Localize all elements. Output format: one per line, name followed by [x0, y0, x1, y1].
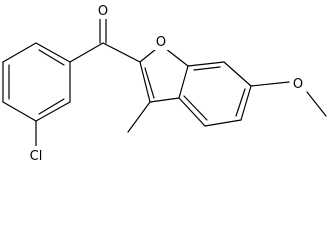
bond	[102, 42, 141, 63]
bond	[240, 85, 252, 121]
bond	[204, 119, 242, 127]
bond	[306, 91, 327, 117]
chlorophenyl-ring	[2, 42, 71, 122]
bond	[223, 61, 252, 87]
bond	[35, 42, 71, 63]
double-bond-inner	[38, 98, 65, 115]
bond	[35, 101, 71, 122]
chlorine-label: Cl	[30, 149, 43, 164]
bond	[2, 101, 37, 122]
methoxy-group	[250, 81, 327, 117]
double-bond-inner	[235, 88, 246, 117]
benzo-ring	[178, 61, 252, 127]
bond	[139, 61, 151, 103]
methoxy-oxygen-label: O	[293, 77, 303, 92]
furan-oxygen-label: O	[156, 35, 166, 50]
carbonyl-oxygen-label: O	[98, 4, 108, 19]
bond	[250, 81, 290, 87]
double-bond-inner	[193, 66, 221, 71]
double-bond-inner	[38, 49, 65, 66]
bond	[149, 97, 180, 103]
double-bond-inner	[183, 95, 208, 121]
methyl-bond	[127, 101, 151, 133]
carbonyl-group	[69, 16, 141, 63]
molecule-structure-diagram: O O O Cl	[2, 4, 327, 164]
bond	[178, 97, 206, 127]
bond	[178, 65, 189, 99]
bond	[2, 42, 37, 63]
furan-ring	[139, 44, 189, 103]
double-bond-inner	[144, 67, 155, 99]
bond	[69, 42, 104, 63]
bond	[187, 61, 225, 67]
